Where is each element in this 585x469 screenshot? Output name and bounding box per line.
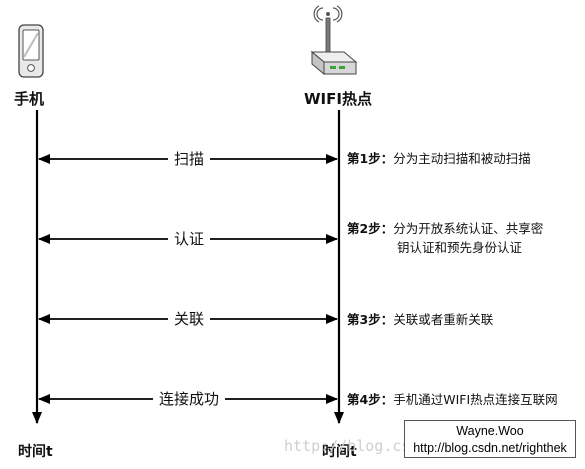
step-number: 第1步： (347, 151, 394, 166)
credit-url: http://blog.csdn.net/righthek (413, 441, 567, 455)
step-description: 关联或者重新关联 (393, 312, 494, 327)
step-description: 分为主动扫描和被动扫描 (393, 151, 531, 166)
message-label-connected: 连接成功 (152, 390, 226, 408)
step-note-2: 第2步：分为开放系统认证、共享密 (347, 219, 543, 238)
message-label-scan: 扫描 (167, 150, 211, 168)
step-note-1: 第1步：分为主动扫描和被动扫描 (347, 149, 531, 168)
wifi-router-icon (310, 5, 358, 76)
step-number: 第4步： (347, 392, 394, 407)
credit-box: Wayne.Woo http://blog.csdn.net/righthek (404, 420, 576, 458)
message-label-assoc: 关联 (167, 310, 211, 328)
step-note-4: 第4步：手机通过WIFI热点连接互联网 (347, 390, 558, 409)
step-description: 钥认证和预先身份认证 (397, 240, 523, 255)
actor-label-phone: 手机 (14, 90, 45, 108)
step-number: 第2步： (347, 221, 394, 236)
time-axis-label-right: 时间t (322, 444, 357, 460)
step-number: 第3步： (347, 312, 394, 327)
smartphone-icon (18, 24, 44, 78)
step-note-3: 第3步：关联或者重新关联 (347, 310, 493, 329)
step-description: 手机通过WIFI热点连接互联网 (393, 392, 558, 407)
message-label-auth: 认证 (167, 230, 211, 248)
credit-author: Wayne.Woo (456, 424, 524, 438)
step-note-2-continued: 钥认证和预先身份认证 (397, 238, 522, 257)
time-axis-label-left: 时间t (18, 444, 53, 460)
step-description: 分为开放系统认证、共享密 (393, 221, 544, 236)
actor-label-wifi-hotspot: WIFI热点 (304, 90, 372, 108)
